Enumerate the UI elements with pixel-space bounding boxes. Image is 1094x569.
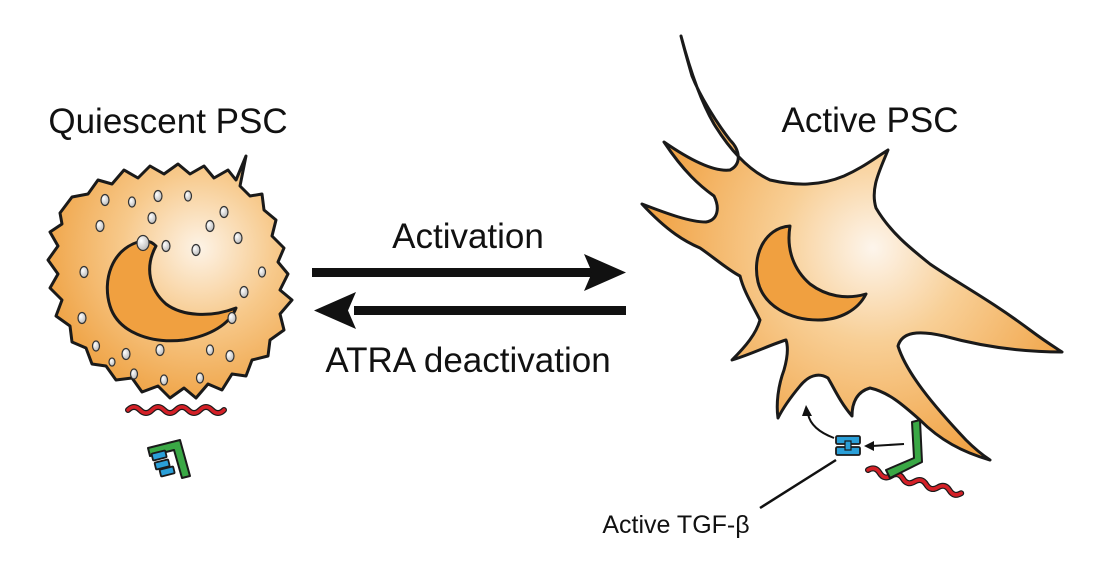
deactivation-arrow xyxy=(314,292,626,329)
tgf-beta-block-top xyxy=(150,449,168,462)
active-psc-cell xyxy=(640,34,1064,462)
quiescent-psc-cell xyxy=(46,154,294,400)
active-tgf-beta-icon xyxy=(835,435,861,456)
deactivation-label: ATRA deactivation xyxy=(325,341,610,380)
active-nucleus xyxy=(755,224,868,322)
tgf-beta-block-low xyxy=(158,465,176,478)
quiescent-cell-body xyxy=(46,154,294,400)
active-tgf-beta-label: Active TGF-β xyxy=(602,511,749,539)
quiescent-psc-title: Quiescent PSC xyxy=(48,102,287,141)
active-cell-body xyxy=(640,34,1064,462)
binding-protein-quiescent xyxy=(147,439,191,479)
release-arrow xyxy=(864,441,905,451)
quiescent-vesicles xyxy=(77,189,267,386)
tgf-beta-block-mid xyxy=(153,458,171,471)
active-psc-title: Active PSC xyxy=(782,101,959,140)
tgf-beta-pointer-line xyxy=(759,458,837,510)
binding-protein-active xyxy=(885,419,923,479)
quiescent-nucleus xyxy=(105,239,238,343)
binding-arrow xyxy=(802,405,835,439)
latent-tgf-beta-complex-icon xyxy=(125,404,227,479)
active-tgf-signaling xyxy=(759,405,965,510)
activation-arrow xyxy=(312,254,626,291)
activation-label: Activation xyxy=(392,217,544,256)
